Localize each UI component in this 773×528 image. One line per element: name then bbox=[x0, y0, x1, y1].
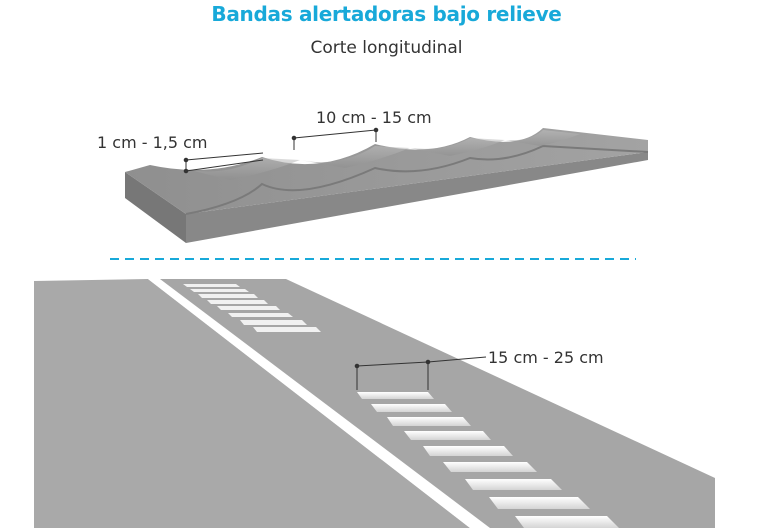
far-band bbox=[240, 320, 307, 325]
block-front-face bbox=[186, 152, 648, 243]
near-band bbox=[443, 462, 537, 472]
cross-section-block bbox=[125, 128, 649, 243]
far-band bbox=[217, 306, 280, 310]
near-band bbox=[357, 392, 434, 399]
far-band bbox=[198, 294, 258, 298]
block-wave-profile bbox=[185, 144, 649, 215]
far-rumble-strip bbox=[183, 284, 321, 332]
block-groove bbox=[300, 146, 410, 168]
road-lane bbox=[160, 279, 715, 528]
near-band bbox=[371, 404, 452, 412]
block-groove bbox=[190, 158, 300, 180]
depth-dimension bbox=[183, 152, 264, 174]
near-band bbox=[404, 431, 491, 440]
near-band bbox=[387, 417, 471, 426]
diagram-title: Bandas alertadoras bajo relieve bbox=[211, 2, 562, 26]
near-band bbox=[423, 446, 513, 456]
road-lane-marking bbox=[148, 279, 490, 528]
far-band bbox=[207, 300, 268, 304]
spacing-dimension-label: 10 cm - 15 cm bbox=[316, 108, 432, 127]
near-band bbox=[515, 516, 619, 528]
far-band bbox=[253, 327, 321, 332]
block-groove bbox=[505, 130, 580, 146]
width-dimension-label: 15 cm - 25 cm bbox=[488, 348, 604, 367]
depth-dimension-label: 1 cm - 1,5 cm bbox=[97, 133, 208, 152]
road-surface bbox=[34, 279, 715, 528]
spacing-dimension bbox=[291, 127, 379, 150]
road-shoulder-left bbox=[34, 279, 470, 528]
width-dimension bbox=[354, 356, 487, 390]
near-band bbox=[489, 497, 590, 509]
far-band bbox=[228, 313, 293, 317]
near-rumble-strip bbox=[357, 392, 619, 528]
far-band bbox=[183, 284, 240, 287]
far-band bbox=[190, 289, 249, 292]
diagram-subtitle: Corte longitudinal bbox=[310, 38, 463, 58]
block-groove bbox=[410, 138, 505, 156]
near-band bbox=[465, 479, 562, 490]
block-left-face bbox=[125, 172, 186, 243]
